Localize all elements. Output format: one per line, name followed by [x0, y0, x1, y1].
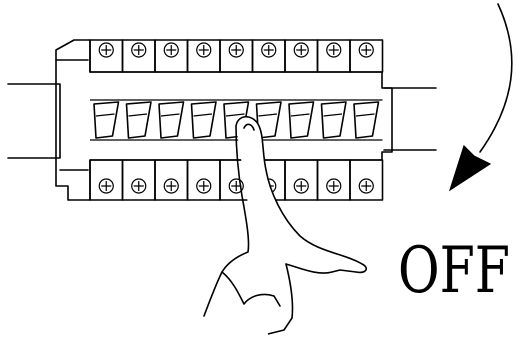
state-label: OFF: [398, 234, 510, 308]
bottom-terminal-row: [89, 159, 384, 201]
breaker-lever: [90, 99, 123, 141]
bottom-terminal-cell: [89, 159, 124, 201]
bottom-terminal-cell: [284, 159, 319, 201]
breaker-lever: [155, 99, 188, 141]
top-terminal-row: [89, 39, 384, 73]
bottom-screw-icon: [131, 178, 147, 194]
bottom-screw-icon: [163, 178, 179, 194]
top-terminal-cell: [219, 39, 254, 73]
top-screw-icon: [228, 42, 244, 58]
top-screw-icon: [196, 42, 212, 58]
top-terminal-cell: [349, 39, 384, 73]
breaker-lever: [350, 99, 383, 141]
top-terminal-cell: [121, 39, 156, 73]
top-screw-icon: [293, 42, 309, 58]
breaker-lever: [285, 99, 318, 141]
top-screw-icon: [98, 42, 114, 58]
top-screw-icon: [163, 42, 179, 58]
top-terminal-cell: [186, 39, 221, 73]
breaker-lever: [317, 99, 350, 141]
bottom-screw-icon: [98, 178, 114, 194]
top-terminal-cell: [316, 39, 351, 73]
top-terminal-cell: [154, 39, 189, 73]
bottom-terminal-cell: [316, 159, 351, 201]
breaker-lever: [187, 99, 220, 141]
bottom-terminal-cell: [186, 159, 221, 201]
hand-illustration: [203, 115, 368, 335]
top-screw-icon: [261, 42, 277, 58]
top-terminal-cell: [89, 39, 124, 73]
bottom-terminal-cell: [349, 159, 384, 201]
bottom-screw-icon: [358, 178, 374, 194]
top-screw-icon: [358, 42, 374, 58]
bottom-screw-icon: [326, 178, 342, 194]
rotation-arrow-icon: [448, 3, 513, 192]
top-screw-icon: [326, 42, 342, 58]
bottom-screw-icon: [228, 178, 244, 194]
bottom-terminal-cell: [154, 159, 189, 201]
top-terminal-cell: [251, 39, 286, 73]
bottom-screw-icon: [196, 178, 212, 194]
lever-row: [90, 99, 383, 141]
bottom-screw-icon: [293, 178, 309, 194]
top-terminal-cell: [284, 39, 319, 73]
top-screw-icon: [131, 42, 147, 58]
bottom-terminal-cell: [121, 159, 156, 201]
breaker-lever: [122, 99, 155, 141]
